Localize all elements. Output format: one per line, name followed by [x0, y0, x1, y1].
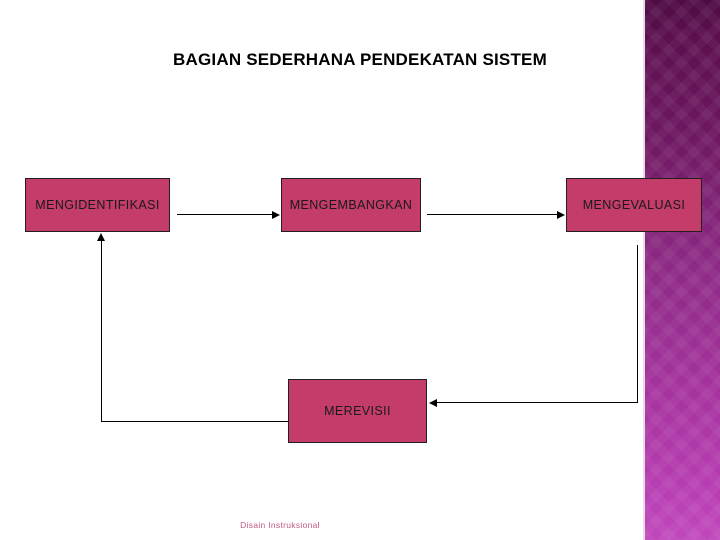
connector-mengembangkan-to-mengevaluasi-line [427, 214, 558, 215]
band-diamond-pattern [643, 0, 720, 540]
node-mengevaluasi[interactable]: MENGEVALUASI [566, 178, 702, 232]
node-mengembangkan-label: MENGEMBANGKAN [289, 198, 413, 212]
connector-mengevaluasi-to-merevisi-horizontal [437, 402, 638, 403]
connector-merevisi-to-identifikasi-arrowhead [97, 233, 105, 241]
connector-identifikasi-to-mengembangkan-arrowhead [272, 211, 280, 219]
node-mengembangkan[interactable]: MENGEMBANGKAN [281, 178, 421, 232]
connector-mengevaluasi-to-merevisi-vertical [637, 245, 638, 402]
decorative-gradient-band [643, 0, 720, 540]
connector-identifikasi-to-mengembangkan-line [177, 214, 273, 215]
slide-footer: Disain Instruksional [240, 520, 320, 530]
band-edge-divider [643, 0, 645, 540]
node-merevisii-label: MEREVISII [324, 404, 391, 418]
node-mengidentifikasi[interactable]: MENGIDENTIFIKASI [25, 178, 170, 232]
node-mengidentifikasi-label: MENGIDENTIFIKASI [35, 198, 160, 212]
connector-mengembangkan-to-mengevaluasi-arrowhead [557, 211, 565, 219]
connector-merevisi-to-identifikasi-vertical [101, 241, 102, 422]
connector-mengevaluasi-to-merevisi-arrowhead [429, 399, 437, 407]
slide-title: BAGIAN SEDERHANA PENDEKATAN SISTEM [173, 50, 547, 69]
node-merevisii[interactable]: MEREVISII [288, 379, 427, 443]
node-mengevaluasi-label: MENGEVALUASI [582, 198, 686, 212]
connector-merevisi-to-identifikasi-horizontal [101, 421, 289, 422]
